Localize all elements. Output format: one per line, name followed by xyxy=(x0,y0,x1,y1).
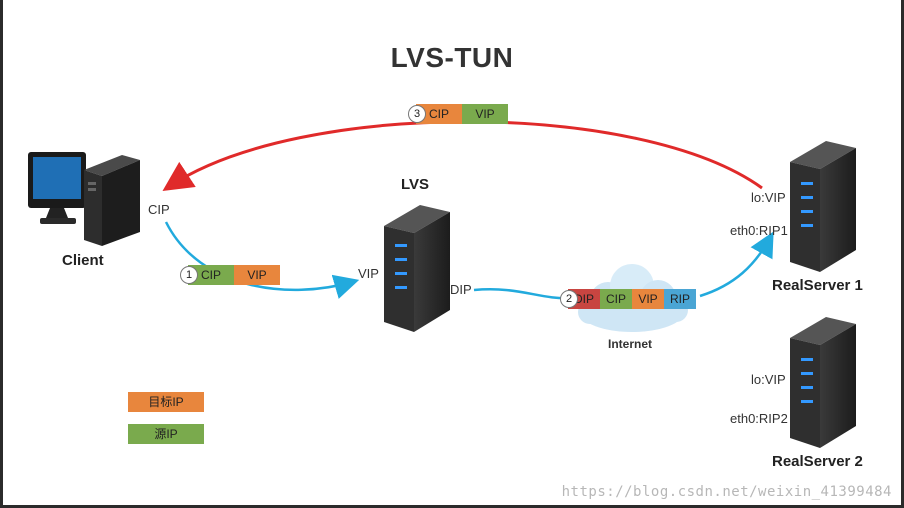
realserver2-icon xyxy=(790,317,856,448)
rs1-eth-label: eth0:RIP1 xyxy=(730,223,788,238)
watermark: https://blog.csdn.net/weixin_41399484 xyxy=(561,484,892,500)
packet-1-number: 1 xyxy=(180,266,198,284)
legend-target-ip: 目标IP xyxy=(128,392,204,412)
response-arrow xyxy=(162,120,763,191)
client-computer-icon xyxy=(28,152,140,246)
lvs-server-icon xyxy=(384,205,450,332)
client-ip-label: CIP xyxy=(148,202,170,217)
lvs-name: LVS xyxy=(401,176,430,193)
packet-1-src: CIP xyxy=(188,265,234,285)
packet-2: 2 DIP CIP VIP RIP xyxy=(560,289,696,309)
frame-border xyxy=(0,505,904,508)
packet-3-src: CIP xyxy=(416,104,462,124)
rs2-name: RealServer 2 xyxy=(772,453,863,470)
request-arrow-lvs-internet xyxy=(473,288,573,300)
rs1-lo-label: lo:VIP xyxy=(751,190,786,205)
packet-3-number: 3 xyxy=(408,105,426,123)
packet-1-dst: VIP xyxy=(234,265,280,285)
legend-source-ip: 源IP xyxy=(128,424,204,444)
packet-2-number: 2 xyxy=(560,290,578,308)
lvs-vip-label: VIP xyxy=(358,266,379,281)
rs1-name: RealServer 1 xyxy=(772,277,863,294)
packet-1: 1 CIP VIP xyxy=(180,265,280,285)
rs2-eth-label: eth0:RIP2 xyxy=(730,411,788,426)
packet-2-dst: VIP xyxy=(632,289,664,309)
frame-border xyxy=(0,0,3,508)
rs2-lo-label: lo:VIP xyxy=(751,372,786,387)
packet-3-dst: VIP xyxy=(462,104,508,124)
internet-label: Internet xyxy=(608,337,653,351)
realserver1-icon xyxy=(790,141,856,272)
client-name: Client xyxy=(62,252,104,269)
frame-border xyxy=(901,0,904,508)
request-arrow-internet-rs1 xyxy=(699,231,774,298)
diagram-title: LVS-TUN xyxy=(390,42,514,73)
lvs-dip-label: DIP xyxy=(450,282,472,297)
packet-2-tunnel-dst: RIP xyxy=(664,289,696,309)
packet-2-src: CIP xyxy=(600,289,632,309)
packet-3: 3 CIP VIP xyxy=(408,104,508,124)
